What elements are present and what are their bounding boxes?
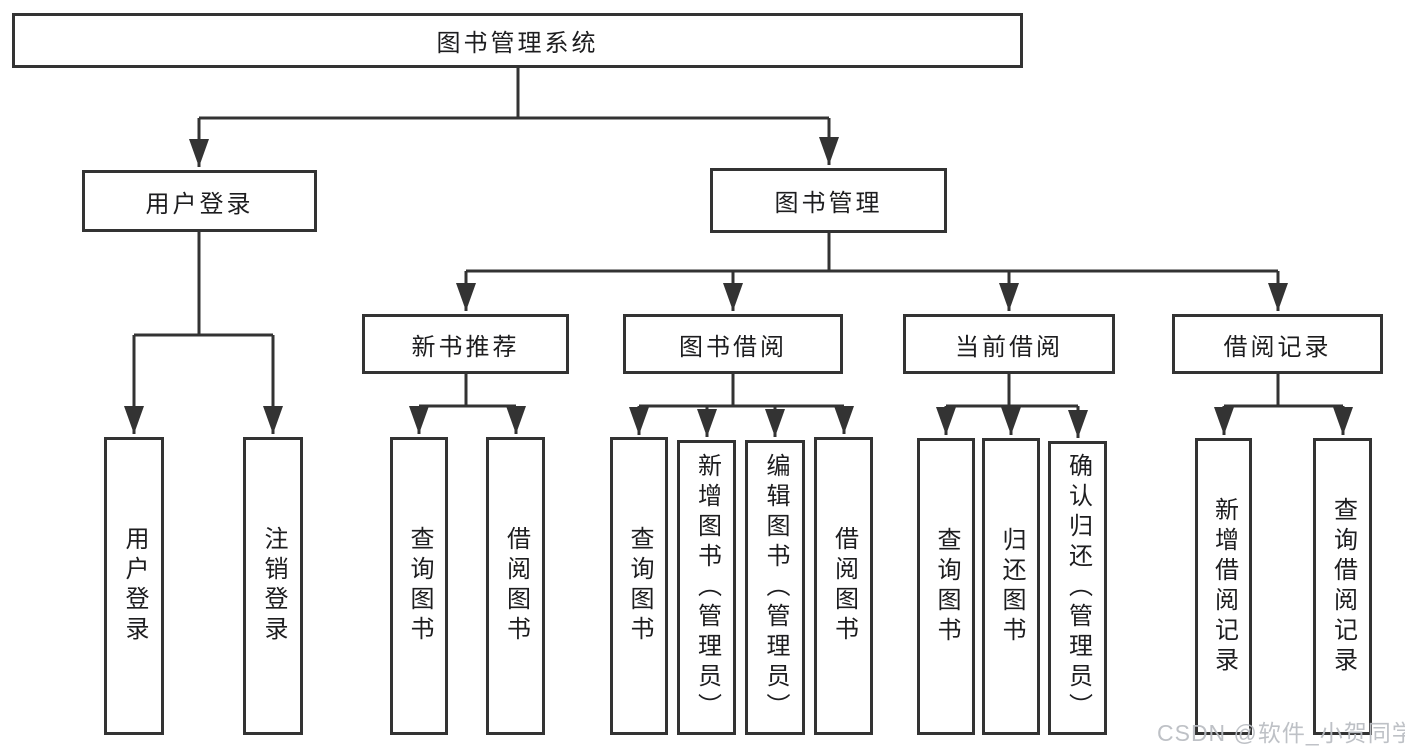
leaf-add-borrow-record-label: 新增借阅记录: [1210, 496, 1238, 677]
leaf-confirm-return-admin-label: 确认归还（管理员）: [1064, 453, 1092, 723]
leaf-edit-book-admin-label: 编辑图书（管理员）: [762, 452, 789, 723]
csdn-watermark: CSDN @软件_小贺同学: [1157, 720, 1405, 746]
leaf-query-books-2-label: 查询图书: [626, 526, 653, 646]
leaf-user-login: 用户登录: [104, 437, 164, 735]
node-book-borrowing-label: 图书借阅: [679, 333, 787, 361]
node-book-borrowing: 图书借阅: [623, 314, 843, 374]
connector-lines: [134, 68, 1343, 408]
node-current-borrowing: 当前借阅: [903, 314, 1115, 374]
leaf-query-books-2: 查询图书: [610, 437, 668, 735]
node-book-management: 图书管理: [710, 168, 947, 233]
leaf-logout-label: 注销登录: [260, 526, 287, 646]
leaf-return-book-label: 归还图书: [998, 526, 1025, 647]
leaf-user-login-label: 用户登录: [121, 526, 148, 646]
leaf-logout: 注销登录: [243, 437, 303, 735]
leaf-query-books-1-label: 查询图书: [406, 526, 433, 646]
leaf-query-books-3: 查询图书: [917, 438, 975, 735]
leaf-edit-book-admin: 编辑图书（管理员）: [745, 440, 805, 735]
node-current-borrowing-label: 当前借阅: [955, 333, 1063, 361]
leaf-return-book: 归还图书: [982, 438, 1040, 735]
connector-arrows: [124, 118, 1353, 438]
node-book-management-label: 图书管理: [774, 190, 883, 217]
node-new-book-recommend: 新书推荐: [362, 314, 569, 374]
leaf-add-borrow-record: 新增借阅记录: [1195, 438, 1252, 735]
leaf-confirm-return-admin: 确认归还（管理员）: [1048, 441, 1107, 735]
leaf-query-borrow-record: 查询借阅记录: [1313, 438, 1372, 735]
root-node: 图书管理系统: [12, 13, 1023, 68]
node-new-book-recommend-label: 新书推荐: [411, 333, 520, 361]
leaf-query-borrow-record-label: 查询借阅记录: [1329, 496, 1357, 677]
leaf-query-books-1: 查询图书: [390, 437, 448, 735]
node-user-login-label: 用户登录: [145, 190, 254, 218]
leaf-borrow-books-1-label: 借阅图书: [502, 526, 530, 646]
leaf-borrow-books-2: 借阅图书: [814, 437, 873, 735]
leaf-query-books-3-label: 查询图书: [933, 526, 960, 647]
leaf-borrow-books-1: 借阅图书: [486, 437, 545, 735]
node-borrowing-records: 借阅记录: [1172, 314, 1383, 374]
leaf-borrow-books-2-label: 借阅图书: [830, 526, 858, 646]
node-user-login: 用户登录: [82, 170, 317, 232]
leaf-add-book-admin: 新增图书（管理员）: [677, 440, 736, 735]
root-node-label: 图书管理系统: [436, 30, 599, 57]
leaf-add-book-admin-label: 新增图书（管理员）: [693, 452, 721, 723]
node-borrowing-records-label: 借阅记录: [1223, 333, 1332, 361]
